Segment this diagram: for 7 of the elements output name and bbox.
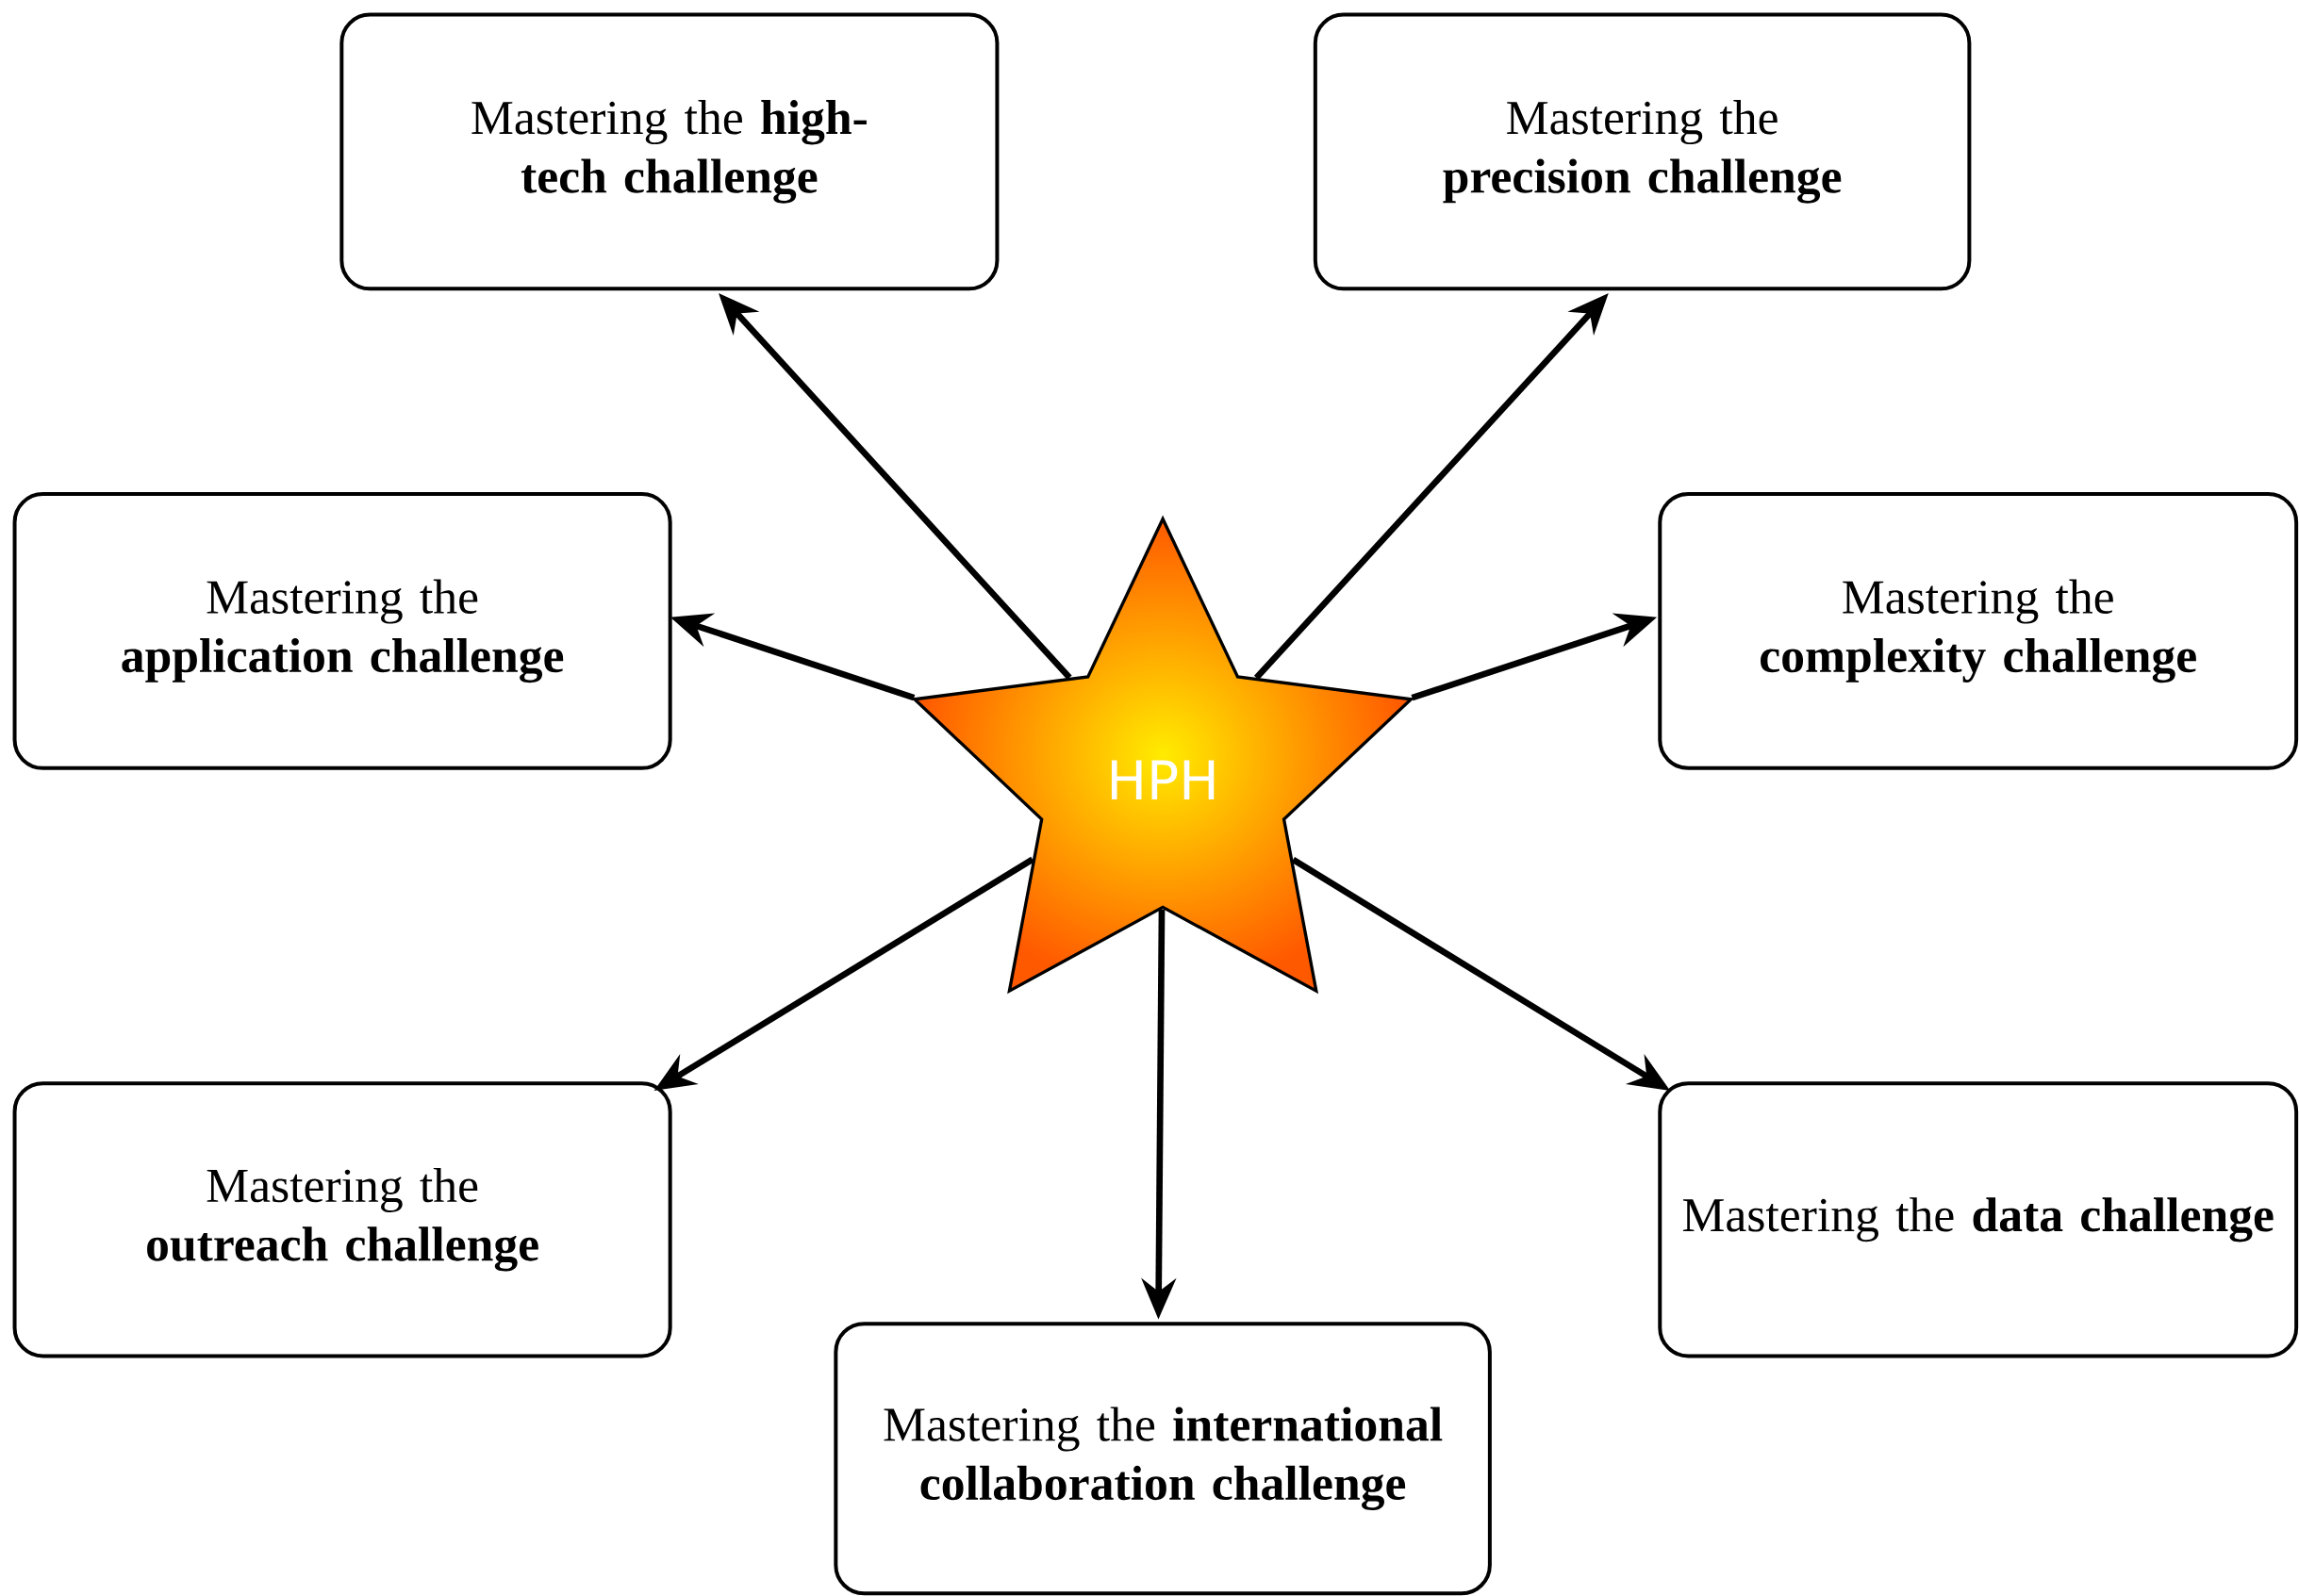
challenge-box: Mastering the data challenge — [1658, 1081, 2299, 1358]
challenge-box: Mastering the international collaboration challenge — [834, 1322, 1492, 1596]
challenge-box: Mastering the precision challenge — [1313, 12, 1972, 291]
challenge-box: Mastering the application challenge — [12, 492, 672, 770]
challenge-box: Mastering the outreach challenge — [12, 1081, 672, 1358]
challenge-box: Mastering the high-tech challenge — [339, 12, 1000, 291]
challenge-box: Mastering the complexity challenge — [1658, 492, 2299, 770]
